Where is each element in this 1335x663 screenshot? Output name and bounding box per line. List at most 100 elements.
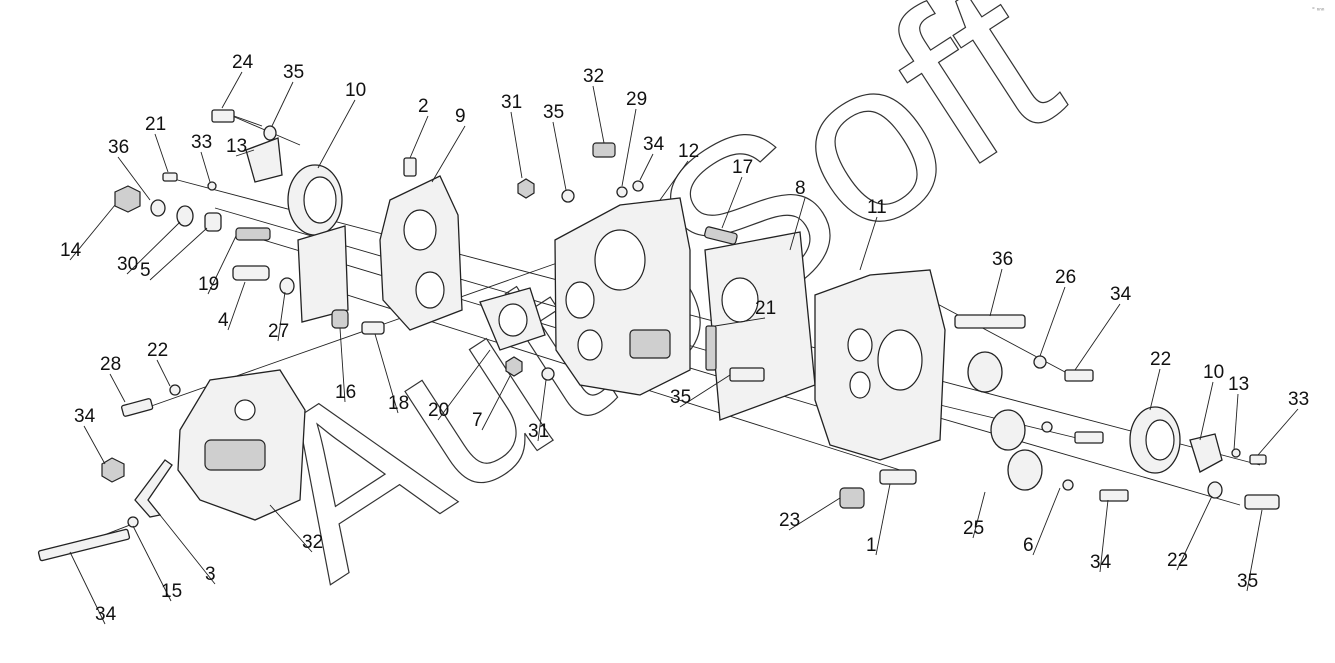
callout-label-5: 5: [140, 260, 151, 281]
leader-line: [1257, 408, 1299, 456]
callout-label-32: 32: [583, 66, 604, 87]
callout-label-10: 10: [345, 80, 366, 101]
callout-label-9: 9: [455, 106, 466, 127]
leader-line: [154, 133, 169, 173]
leader-line: [1233, 393, 1239, 451]
callout-label-13: 13: [226, 136, 247, 157]
callout-label-22: 22: [1150, 349, 1171, 370]
callout-label-26: 26: [1055, 267, 1076, 288]
callout-label-3: 3: [205, 564, 216, 585]
leader-line: [159, 514, 216, 585]
callout-label-27: 27: [268, 321, 289, 342]
callout-label-32: 32: [302, 532, 323, 553]
timing-gear-housing: [479, 142, 816, 421]
callout-label-17: 17: [732, 157, 753, 178]
leader-line: [277, 291, 286, 342]
leader-line: [271, 81, 294, 127]
leader-line: [1032, 487, 1061, 556]
leader-line: [537, 379, 547, 442]
leader-line: [679, 374, 731, 408]
callout-label-35: 35: [1237, 571, 1258, 592]
callout-label-12: 12: [678, 141, 699, 162]
callout-label-33: 33: [1288, 389, 1309, 410]
callout-label-8: 8: [795, 178, 806, 199]
callout-label-19: 19: [198, 274, 219, 295]
leader-line: [714, 317, 766, 327]
leader-line: [659, 160, 689, 201]
leader-line: [552, 121, 567, 191]
callout-label-21: 21: [145, 114, 166, 135]
callout-label-4: 4: [218, 310, 229, 331]
callout-label-1: 1: [866, 535, 877, 556]
callout-label-10: 10: [1203, 362, 1224, 383]
leader-line: [83, 425, 106, 465]
callout-label-31: 31: [501, 92, 522, 113]
callout-label-22: 22: [1167, 550, 1188, 571]
leader-line: [339, 327, 346, 403]
callout-label-6: 6: [1023, 535, 1034, 556]
leader-line: [592, 85, 605, 144]
callout-label-21: 21: [755, 298, 776, 319]
leader-line: [1074, 303, 1121, 371]
leader-line: [117, 156, 151, 201]
callout-label-2: 2: [418, 96, 429, 117]
leader-line: [1246, 509, 1263, 592]
leader-line: [437, 349, 491, 421]
leader-line: [126, 221, 181, 275]
callout-label-13: 13: [1228, 374, 1249, 395]
callout-label-22: 22: [147, 340, 168, 361]
leader-line: [639, 153, 654, 181]
callout-label-34: 34: [1090, 552, 1112, 573]
callout-label-34: 34: [1110, 284, 1132, 305]
leader-line: [721, 176, 743, 229]
callout-label-31: 31: [528, 421, 549, 442]
callout-label-34: 34: [95, 604, 117, 625]
callout-label-36: 36: [992, 249, 1013, 270]
callout-label-34: 34: [74, 406, 96, 427]
fuel-pump-assembly: [37, 369, 306, 562]
leader-line: [1039, 286, 1066, 357]
callout-label-20: 20: [428, 400, 449, 421]
callout-label-30: 30: [117, 254, 138, 275]
leader-line: [149, 227, 208, 281]
leader-line: [789, 197, 806, 251]
leader-line: [431, 125, 466, 183]
leader-line: [1199, 381, 1214, 441]
leader-line: [1176, 495, 1213, 571]
leader-line: [989, 268, 1003, 317]
leader-line: [875, 483, 891, 556]
callout-label-14: 14: [60, 240, 82, 261]
leader-line: [481, 375, 511, 431]
callout-label-25: 25: [963, 518, 984, 539]
callout-label-29: 29: [626, 89, 647, 110]
leader-line: [109, 373, 126, 403]
callout-label-18: 18: [388, 393, 409, 414]
leader-line: [1149, 368, 1161, 411]
leader-line: [788, 497, 841, 531]
leader-line: [1099, 499, 1109, 573]
callout-label-34: 34: [643, 134, 665, 155]
leader-line: [156, 359, 171, 387]
leader-line: [621, 108, 637, 187]
leader-line: [235, 149, 255, 157]
callout-label-11: 11: [867, 197, 887, 218]
callout-label-23: 23: [779, 510, 800, 531]
leader-line: [269, 504, 313, 553]
callout-label-16: 16: [335, 382, 356, 403]
leader-line: [374, 333, 399, 414]
leader-line: [317, 99, 356, 169]
callout-label-24: 24: [232, 52, 254, 73]
leader-line: [132, 525, 172, 602]
callout-label-36: 36: [108, 137, 129, 158]
leader-line: [207, 235, 237, 295]
callout-label-35: 35: [543, 102, 564, 123]
leader-line: [510, 111, 523, 179]
callout-label-7: 7: [472, 410, 483, 431]
leader-line: [200, 151, 211, 183]
callout-label-15: 15: [161, 581, 182, 602]
drive-shaft-parts-left: [114, 109, 463, 335]
callout-label-35: 35: [283, 62, 304, 83]
leader-line: [227, 281, 246, 331]
